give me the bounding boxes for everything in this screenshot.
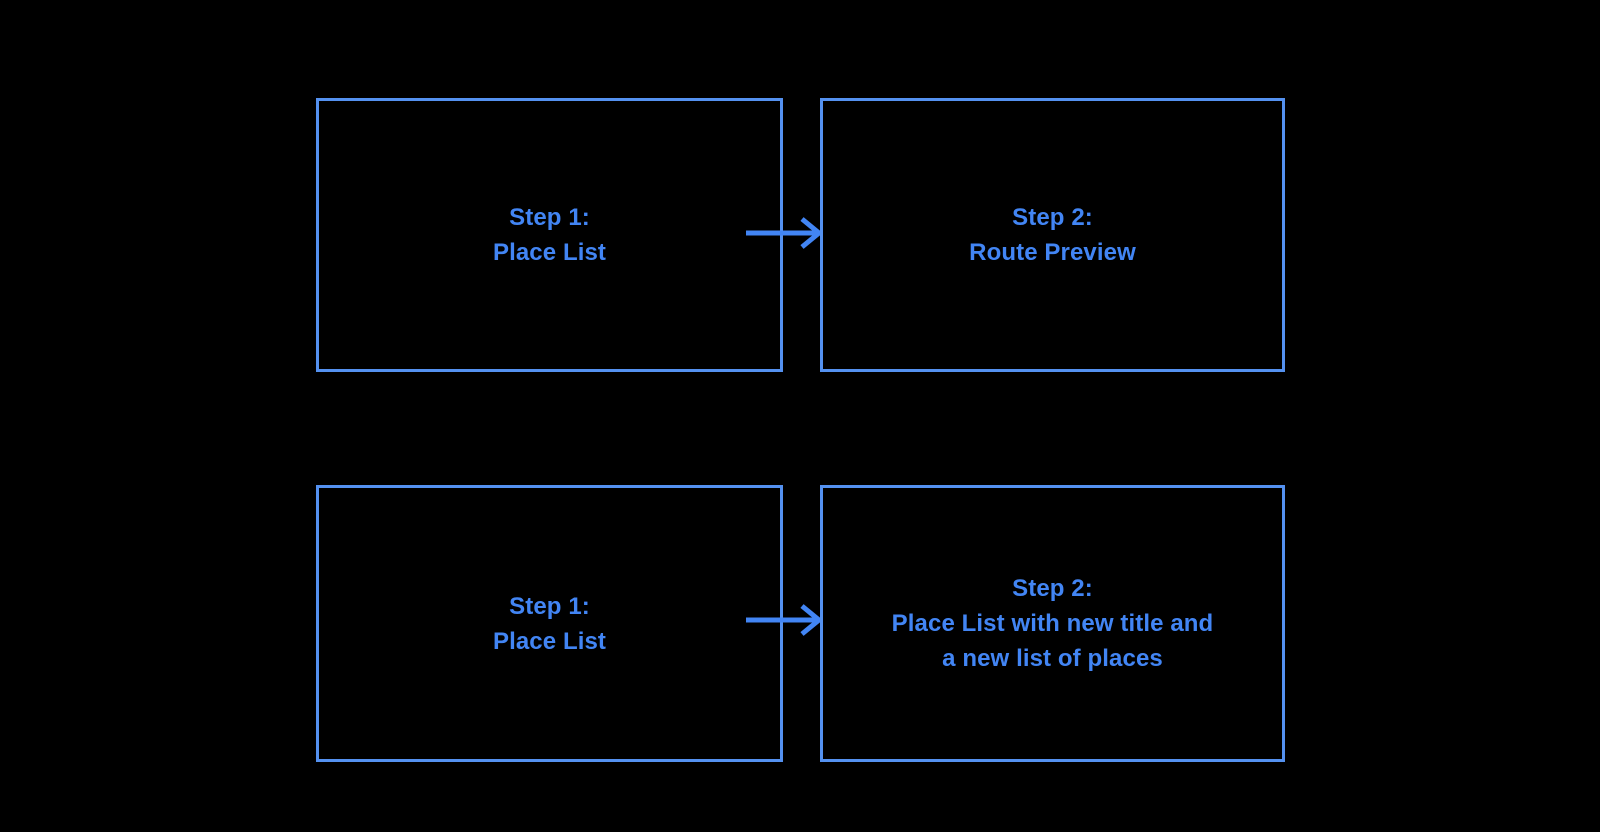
flow-node-label: Step 1: Place List xyxy=(492,204,607,266)
flow-node-step1-place-list-row1[interactable]: Step 1: Place List xyxy=(316,98,783,372)
flow-node-label: Step 2: Place List with new title and a … xyxy=(891,575,1214,672)
flow-arrow-row2 xyxy=(746,600,824,640)
flow-arrow-row1 xyxy=(746,213,824,253)
flow-node-step2-place-list-updated[interactable]: Step 2: Place List with new title and a … xyxy=(820,485,1285,762)
flow-node-step1-place-list-row2[interactable]: Step 1: Place List xyxy=(316,485,783,762)
flow-node-label: Step 2: Route Preview xyxy=(969,204,1136,266)
flow-node-step2-route-preview[interactable]: Step 2: Route Preview xyxy=(820,98,1285,372)
flow-node-label: Step 1: Place List xyxy=(492,592,607,655)
